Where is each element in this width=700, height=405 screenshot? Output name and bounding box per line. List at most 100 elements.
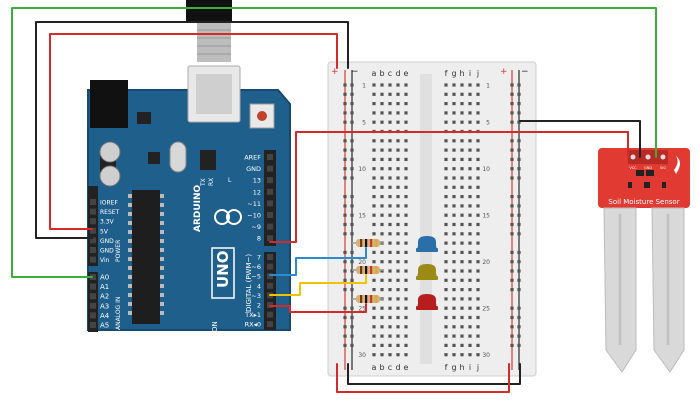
power-pin-hole[interactable]	[90, 227, 96, 234]
row-number-left: 25	[358, 306, 366, 313]
row-number-left: 1	[362, 83, 366, 90]
digital-pin-label: RX◂0	[245, 321, 261, 329]
power-pin-hole[interactable]	[90, 218, 96, 225]
power-pin-label: GND	[100, 238, 114, 245]
row-number-left: 30	[358, 352, 366, 359]
resistor[interactable]	[352, 266, 384, 274]
arduino-brand-label: ARDUINO	[193, 184, 203, 232]
arduino-logo-icon	[214, 209, 230, 225]
digital-pin-hole[interactable]	[267, 154, 273, 160]
power-pin-hole[interactable]	[90, 208, 96, 215]
row-number-left: 5	[362, 120, 366, 127]
analog-pin-hole[interactable]	[90, 293, 96, 300]
analog-pin-hole[interactable]	[90, 312, 96, 319]
analog-pin-label: A4	[100, 312, 110, 320]
digital-pin-hole[interactable]	[267, 177, 273, 184]
wire-red-pin8-to-sensor[interactable]	[269, 131, 629, 243]
on-led-label: ON	[211, 321, 219, 332]
digital-header-label: DIGITAL (PWM~)	[245, 254, 253, 312]
analog-pin-hole[interactable]	[90, 283, 96, 290]
resistor[interactable]	[352, 295, 384, 303]
wire-red-5v-to-rail[interactable]	[49, 33, 338, 230]
reset-button-cap[interactable]	[257, 111, 267, 121]
row-number-right: 20	[482, 259, 490, 266]
column-letter-top: i	[469, 69, 471, 78]
analog-pin-label: A1	[100, 283, 109, 291]
red-led[interactable]	[416, 294, 438, 310]
column-letter-bottom: i	[469, 363, 471, 372]
digital-pin-hole[interactable]	[267, 282, 273, 289]
power-pin-hole[interactable]	[90, 256, 96, 263]
wire-green-a0-to-sensor[interactable]	[11, 7, 657, 278]
digital-header-bottom	[264, 252, 276, 330]
digital-pin-hole[interactable]	[267, 321, 273, 328]
digital-pin-hole[interactable]	[267, 311, 273, 318]
row-number-right: 1	[486, 83, 490, 90]
digital-pin-label: ~9	[251, 223, 261, 231]
digital-pin-hole[interactable]	[267, 200, 273, 207]
power-header	[88, 186, 98, 266]
power-pin-label: 3.3V	[100, 219, 115, 226]
power-pin-hole[interactable]	[90, 237, 96, 244]
wire-black-gnd-to-rail[interactable]	[35, 21, 349, 239]
digital-pin-label: AREF	[244, 154, 261, 162]
rail-plus-right: +	[500, 67, 508, 77]
power-pin-hole[interactable]	[90, 247, 96, 253]
wire-blue-pin5-to-resistor[interactable]	[269, 247, 367, 276]
wire-black-bottom-rail-left[interactable]	[347, 363, 521, 385]
column-letter-bottom: h	[459, 363, 464, 372]
power-pin-hole[interactable]	[90, 199, 96, 205]
wire-black-rail-to-sensor[interactable]	[519, 120, 641, 158]
analog-pin-hole[interactable]	[90, 302, 96, 309]
digital-pin-label: TX▸1	[244, 311, 261, 319]
blue-led[interactable]	[416, 236, 438, 252]
resistor[interactable]	[352, 239, 384, 247]
column-letter-bottom: a	[372, 363, 377, 372]
capacitor-2	[99, 165, 121, 187]
column-letter-bottom: g	[451, 363, 456, 372]
capacitor-1	[99, 141, 121, 163]
row-number-left: 20	[358, 259, 366, 266]
wire-yellow-pin3-to-resistor[interactable]	[269, 274, 367, 296]
drop-icon	[674, 156, 680, 174]
digital-pin-label: 12	[253, 188, 261, 196]
column-letter-bottom: b	[379, 363, 384, 372]
row-number-right: 30	[482, 352, 490, 359]
analog-header	[88, 272, 98, 332]
sensor-title-label: Soil Moisture Sensor	[608, 198, 679, 206]
digital-pin-hole[interactable]	[267, 223, 273, 230]
digital-pin-label: ~5	[251, 273, 261, 281]
digital-pin-hole[interactable]	[267, 212, 273, 218]
column-letter-top: f	[445, 69, 448, 78]
digital-pin-hole[interactable]	[267, 188, 273, 195]
digital-pin-label: ~10	[247, 212, 261, 220]
digital-pin-label: ~3	[251, 292, 261, 300]
digital-pin-hole[interactable]	[267, 263, 273, 270]
crystal-oscillator	[169, 141, 187, 173]
digital-pin-hole[interactable]	[267, 165, 273, 172]
row-number-right: 10	[482, 166, 490, 173]
power-pin-label: IOREF	[100, 200, 118, 207]
analog-pin-hole[interactable]	[90, 322, 96, 328]
digital-pin-hole[interactable]	[267, 254, 273, 260]
column-letter-top: h	[459, 69, 464, 78]
tx-label: TX	[200, 178, 207, 187]
power-pin-label: GND	[100, 248, 114, 255]
digital-pin-label: ~11	[247, 200, 261, 208]
digital-pin-hole[interactable]	[267, 235, 273, 242]
yellow-led[interactable]	[416, 264, 438, 280]
row-number-right: 15	[482, 213, 490, 220]
wire-red-pin2-to-resistor[interactable]	[269, 303, 367, 313]
analog-pin-label: A5	[100, 322, 109, 330]
arduino-uno-board[interactable]: ARDUINO UNO ON TX RX L DIGITAL (PWM~) PO…	[87, 65, 291, 332]
rx-label: RX	[208, 178, 215, 186]
rail-minus-left: −	[351, 67, 359, 77]
sensor-pin-label: SIG	[660, 166, 666, 170]
digital-pin-hole[interactable]	[267, 273, 273, 280]
rail-minus-right: −	[521, 67, 529, 77]
digital-pin-label: 7	[257, 254, 261, 262]
wire-red-bottom-rail[interactable]	[336, 363, 510, 393]
